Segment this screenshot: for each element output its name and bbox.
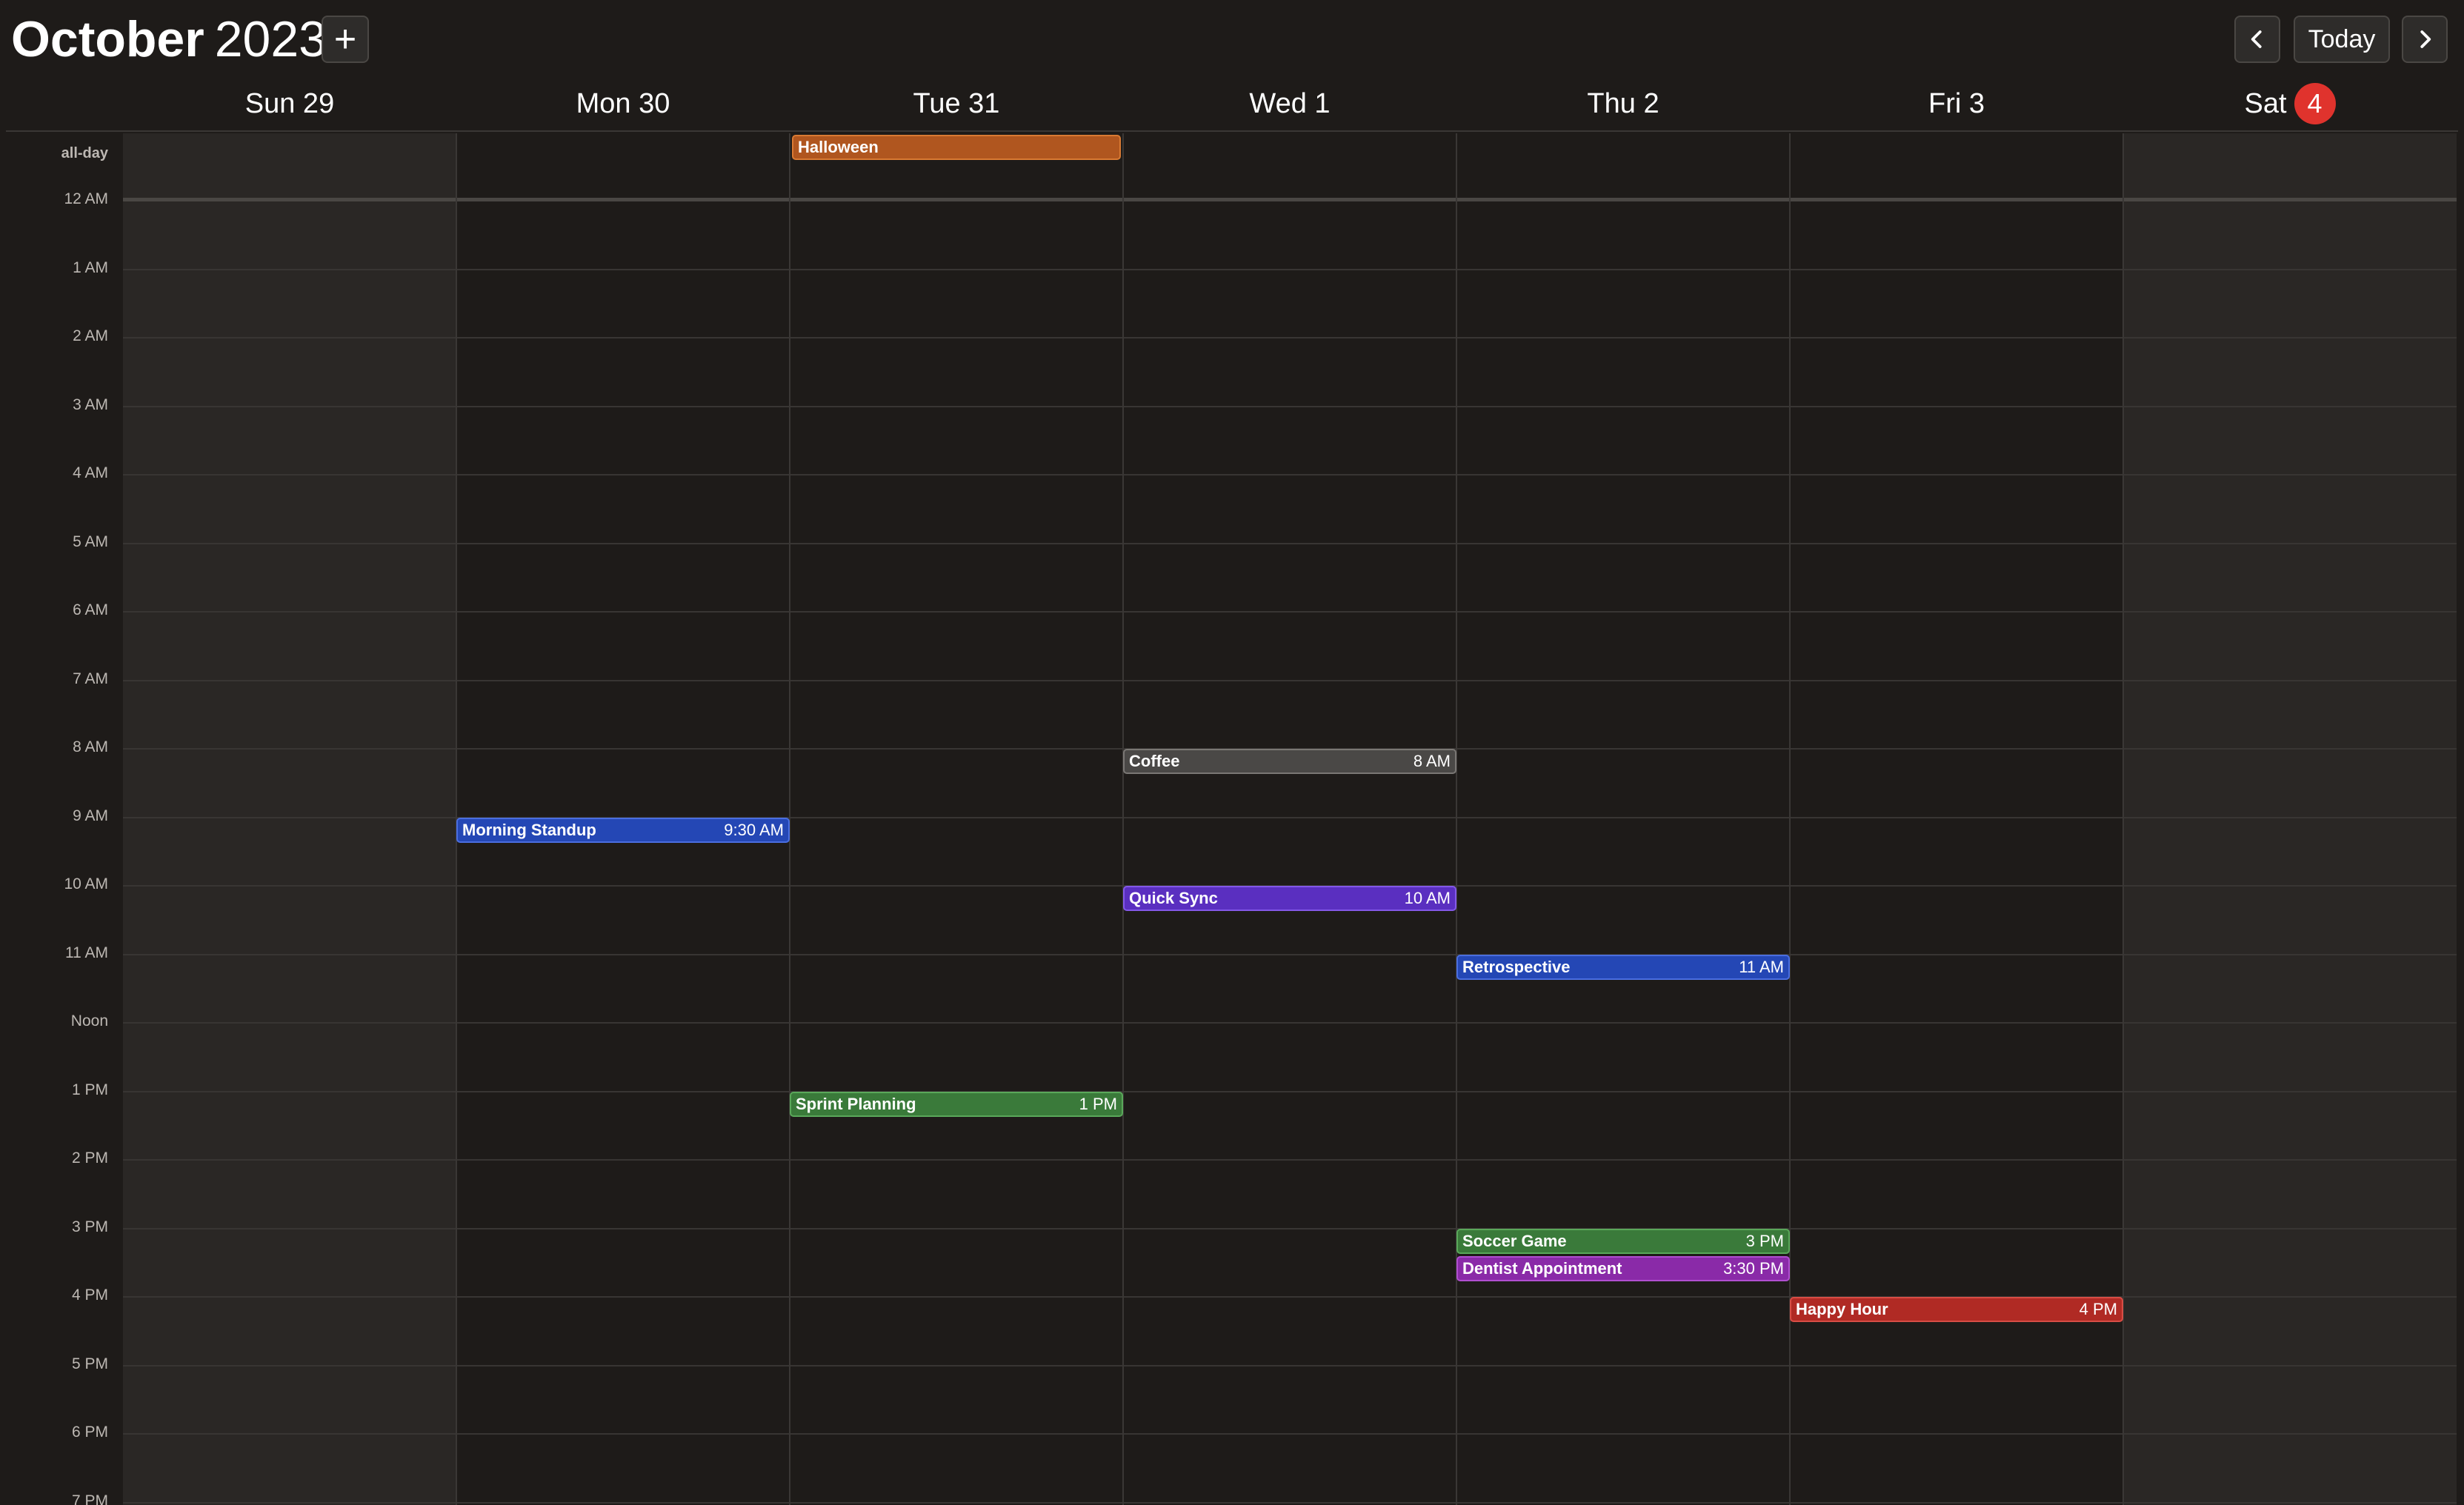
time-label: 1 AM [73,259,108,276]
hour-gridline [123,1296,2457,1298]
previous-week-button[interactable] [2234,16,2280,63]
event-title: Soccer Game [1462,1232,1567,1250]
event-time: 3 PM [1745,1232,1784,1250]
year-label: 2023 [214,11,327,67]
all-day-label: all-day [61,145,108,161]
time-label: 3 AM [73,396,108,413]
hour-gridline [123,611,2457,613]
hour-gridline [123,1365,2457,1366]
day-header[interactable]: Wed 1 [1123,84,1456,124]
hour-gridline [123,474,2457,475]
add-event-button[interactable]: + [322,16,369,63]
chevron-right-icon [2420,30,2431,48]
day-header-label: Wed 1 [1249,87,1331,119]
day-header[interactable]: Mon 30 [456,84,790,124]
weekend-column-bg [2123,133,2457,1505]
calendar-event[interactable]: Morning Standup 9:30 AM [456,818,790,843]
hour-gridline [123,543,2457,544]
calendar-event[interactable]: Retrospective 11 AM [1456,955,1790,980]
hour-gridline [123,406,2457,407]
hour-gridline [123,269,2457,270]
hour-gridline [123,817,2457,818]
event-title: Retrospective [1462,958,1571,976]
hour-gridline [123,337,2457,338]
time-label: 9 AM [73,807,108,824]
day-header-label: Mon 30 [576,87,670,119]
today-button[interactable]: Today [2294,16,2390,63]
hour-gridline [123,1022,2457,1024]
time-label: 4 AM [73,464,108,481]
event-title: Halloween [798,138,879,156]
today-badge: 4 [2294,83,2336,124]
event-title: Coffee [1129,752,1180,770]
hour-gridline [123,954,2457,955]
calendar-event[interactable]: Quick Sync 10 AM [1123,886,1456,911]
calendar-event[interactable]: Sprint Planning 1 PM [790,1092,1123,1117]
day-header-label: Sat [2244,87,2287,119]
event-title: Dentist Appointment [1462,1259,1622,1278]
time-label: Noon [70,1012,108,1030]
day-column-divider [1456,133,1457,1505]
calendar-event[interactable]: Soccer Game 3 PM [1456,1229,1790,1254]
event-title: Sprint Planning [796,1095,916,1113]
event-title: Quick Sync [1129,889,1218,907]
day-header[interactable]: Sun 29 [123,84,456,124]
day-column-divider [1789,133,1791,1505]
all-day-divider [123,198,2457,201]
time-label: 1 PM [71,1081,108,1098]
chevron-left-icon [2251,30,2262,48]
event-time: 11 AM [1739,958,1784,976]
all-day-event[interactable]: Halloween [792,135,1121,160]
event-title: Morning Standup [462,821,596,839]
time-label: 10 AM [64,875,108,892]
time-label: 7 PM [71,1492,108,1505]
next-week-button[interactable] [2402,16,2448,63]
weekend-column-bg [123,133,456,1505]
event-time: 10 AM [1404,889,1451,907]
event-time: 1 PM [1079,1095,1117,1113]
day-column-divider [789,133,790,1505]
day-header-label: Fri 3 [1928,87,1985,119]
time-label: 6 PM [71,1424,108,1441]
event-time: 9:30 AM [724,821,784,839]
event-time: 8 AM [1413,752,1451,770]
day-header[interactable]: Thu 2 [1456,84,1790,124]
day-header-label: Thu 2 [1587,87,1659,119]
time-label: 6 AM [73,601,108,618]
calendar-event[interactable]: Happy Hour 4 PM [1790,1297,2123,1322]
time-label: 2 AM [73,327,108,344]
calendar-event[interactable]: Coffee 8 AM [1123,749,1456,774]
event-time: 4 PM [2079,1300,2117,1318]
time-label: 4 PM [71,1287,108,1304]
time-label: 8 AM [73,738,108,755]
day-column-divider [2122,133,2124,1505]
hour-gridline [123,1159,2457,1161]
time-label: 7 AM [73,670,108,687]
hour-gridline [123,1502,2457,1504]
day-column-divider [1122,133,1124,1505]
time-label: 5 PM [71,1355,108,1372]
day-header-label: Sun 29 [244,87,335,119]
time-label: 11 AM [65,944,108,961]
time-label: 2 PM [71,1149,108,1167]
hour-gridline [123,1228,2457,1229]
calendar-event[interactable]: Dentist Appointment 3:30 PM [1456,1256,1790,1281]
time-label: 12 AM [64,190,108,207]
day-header[interactable]: Fri 3 [1790,84,2123,124]
time-label: 5 AM [73,533,108,550]
hour-gridline [123,680,2457,681]
header-divider [6,130,2458,132]
day-header-label: Tue 31 [913,87,1000,119]
event-title: Happy Hour [1796,1300,1888,1318]
hour-gridline [123,1091,2457,1092]
time-label: 3 PM [71,1218,108,1235]
event-time: 3:30 PM [1723,1259,1784,1278]
month-label: October [11,11,204,67]
hour-gridline [123,1433,2457,1435]
day-header[interactable]: Tue 31 [790,84,1123,124]
